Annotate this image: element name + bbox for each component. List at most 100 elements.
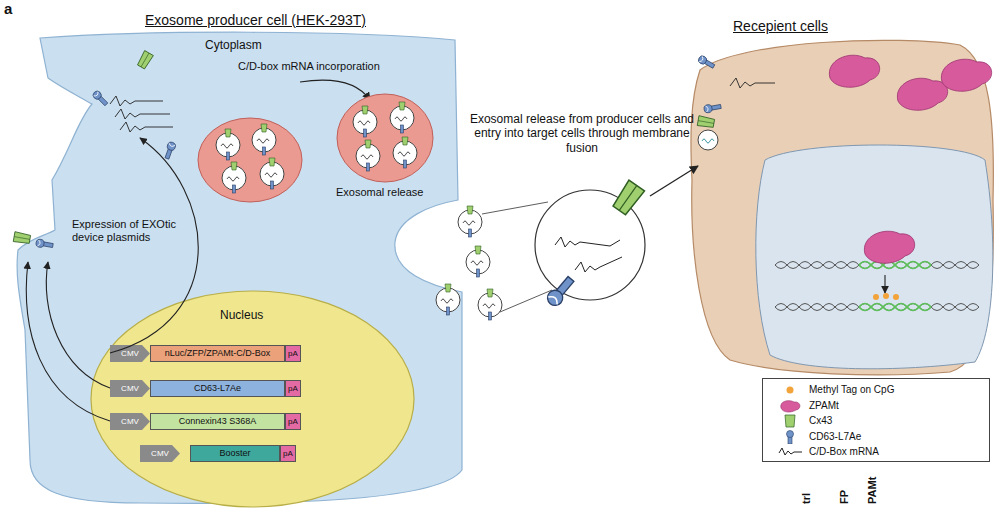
- producer-cell: Exosome producer cell (HEK-293T) Cytoplas…: [10, 8, 480, 508]
- legend-swatch: [777, 399, 803, 413]
- axis-tick-label: PAMt: [866, 477, 879, 504]
- promoter: CMV: [110, 413, 150, 430]
- nucleus: NucleusCMVnLuc/ZFP/ZPAMt-C/D-BoxpACMVCD6…: [90, 290, 415, 508]
- legend-swatch: [777, 430, 803, 444]
- zpamt-icon: [941, 59, 991, 91]
- cd63-icon: [35, 239, 53, 250]
- mrna-strand: [702, 139, 714, 143]
- gene-label: Connexin43 S368A: [151, 414, 284, 429]
- promoter-label: CMV: [110, 413, 150, 430]
- promoter-arrow: [110, 345, 150, 362]
- mrna-strand: [575, 257, 622, 272]
- connexin-icon: [13, 232, 30, 245]
- legend-text: ZPAMt: [809, 399, 839, 413]
- process-note: C/D-box mRNA incorporation: [238, 60, 380, 73]
- multivesicular-body: [198, 118, 302, 202]
- dna-strand: [775, 304, 979, 311]
- zoom-line: [500, 290, 552, 312]
- cd63-icon: [544, 274, 576, 309]
- promoter: CMV: [110, 380, 150, 397]
- exosome-icon: [466, 246, 490, 277]
- exosome-icon: [390, 102, 414, 133]
- methyl-dot: [893, 294, 899, 300]
- polya-box: pA: [285, 345, 301, 362]
- incorporation-arrow: [300, 80, 370, 100]
- multivesicular-body: [337, 94, 433, 182]
- panel-letter: a: [4, 0, 12, 18]
- gene-label: CD63-L7Ae: [151, 381, 284, 396]
- zoom-circle: [535, 190, 645, 300]
- mrna-strand: [730, 78, 775, 88]
- promoter-label: CMV: [110, 345, 150, 362]
- zpamt-icon: [864, 231, 914, 263]
- promoter-arrow: [110, 413, 150, 430]
- zpamt-icon: [829, 55, 879, 87]
- legend-text: CD63-L7Ae: [809, 430, 861, 444]
- fusing-exosome: [698, 130, 718, 150]
- cell-membrane: [691, 40, 993, 375]
- cell-label: Recepient cells: [733, 18, 828, 34]
- mrna-strand: [779, 448, 802, 455]
- polya-label: pA: [286, 381, 300, 396]
- exosome-icon: [478, 289, 502, 320]
- recipient-cell-outline: [685, 18, 997, 380]
- target-site: [859, 262, 931, 269]
- exosome-icon: [458, 206, 482, 237]
- promoter-arrow: [110, 380, 150, 397]
- process-note: Exosomal release: [336, 186, 423, 199]
- nucleus-outline: [90, 290, 415, 508]
- expression-arrow: [26, 262, 110, 421]
- axis-tick-label: trl: [800, 493, 813, 504]
- process-note: Expression of EXOtic device plasmids: [72, 218, 180, 244]
- target-site: [859, 262, 931, 269]
- cd63-icon: [703, 102, 721, 113]
- legend-swatch: [777, 414, 803, 428]
- methyl-dot: [883, 293, 889, 299]
- exosome-icon: [356, 140, 380, 171]
- zoom-line: [482, 202, 548, 214]
- gene-box: CD63-L7Ae: [150, 380, 285, 397]
- mrna-strand: [110, 96, 163, 106]
- promoter: CMV: [140, 445, 180, 462]
- expression-arrow: [46, 262, 110, 388]
- exosome-icon: [436, 284, 460, 315]
- promoter-label: CMV: [110, 380, 150, 397]
- gene-label: nLuc/ZFP/ZPAMt-C/D-Box: [151, 346, 284, 361]
- recipient-cell: Recepient cells: [685, 18, 997, 380]
- l7ae-head: [787, 430, 794, 437]
- axis-tick-label: FP: [838, 490, 851, 504]
- nuclear-envelope: [91, 291, 414, 507]
- legend-swatch: [777, 383, 803, 397]
- legend-text: Cx43: [809, 414, 832, 428]
- transfer-arrow: [650, 166, 698, 196]
- legend-text: C/D-Box mRNA: [809, 445, 879, 459]
- exosome-icon: [252, 124, 276, 155]
- exosome-icon: [260, 158, 284, 189]
- target-site: [859, 304, 931, 311]
- exosome-icon: [353, 106, 377, 137]
- zpamt-icon: [781, 400, 800, 411]
- dna-strand: [775, 262, 979, 269]
- connexin-icon: [611, 180, 644, 216]
- gene-box: Connexin43 S368A: [150, 413, 285, 430]
- mrna-strand: [115, 109, 170, 119]
- cell-label: Exosome producer cell (HEK-293T): [145, 12, 366, 28]
- connexin-icon: [137, 51, 154, 70]
- polya-box: pA: [285, 413, 301, 430]
- zpamt-icon: [897, 78, 947, 110]
- connexin-icon: [785, 415, 795, 427]
- connexin-icon: [697, 116, 714, 129]
- methyl-dot: [787, 387, 794, 394]
- methyl-dot: [873, 294, 879, 300]
- cd63-icon: [163, 141, 176, 160]
- polya-label: pA: [281, 446, 295, 461]
- dna-strand: [775, 304, 979, 311]
- legend-text: Methyl Tag on CpG: [809, 383, 894, 397]
- promoter-label: CMV: [140, 445, 180, 462]
- promoter: CMV: [110, 345, 150, 362]
- polya-label: pA: [286, 414, 300, 429]
- cell-label: Cytoplasm: [205, 38, 262, 52]
- target-site: [859, 304, 931, 311]
- dna-strand: [775, 262, 979, 269]
